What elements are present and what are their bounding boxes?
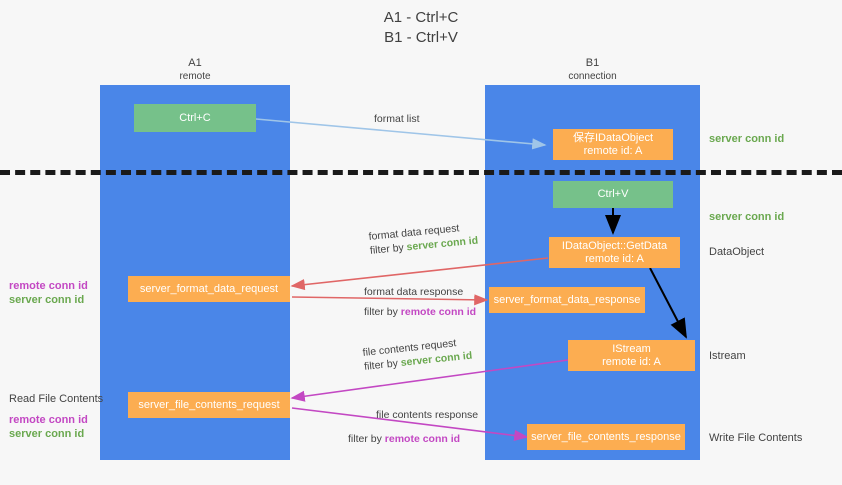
label-server-conn-id-1: server conn id: [9, 294, 85, 306]
label-server-conn-id-top: server conn id: [709, 133, 785, 145]
box-ctrl-v-label: Ctrl+V: [597, 188, 629, 200]
box-getdata-line1: IDataObject::GetData: [561, 239, 668, 252]
edge-label-file-contents-response-line1: file contents response: [376, 409, 479, 421]
box-save-idataobject-line2: remote id: A: [583, 144, 643, 157]
box-istream-line1: IStream: [612, 342, 651, 355]
title-line-1: A1 - Ctrl+C: [383, 9, 459, 26]
label-server-conn-id-mid: server conn id: [709, 211, 785, 223]
edge-label-file-contents-response-filter: filter by remote conn id: [348, 432, 478, 446]
lane-header-a1: A1 remote: [100, 57, 290, 83]
label-write-file-contents: Write File Contents: [709, 432, 803, 444]
phase-divider: [0, 170, 842, 175]
box-ctrl-c[interactable]: Ctrl+C: [134, 104, 256, 132]
diagram-title: A1 - Ctrl+C B1 - Ctrl+V: [0, 8, 842, 48]
edge-label-format-data-response: format data response filter by remote co…: [364, 285, 476, 319]
box-server-format-data-request-label: server_format_data_request: [139, 282, 279, 295]
lane-header-b1: B1 connection: [485, 57, 700, 83]
filter-prefix: filter by: [369, 241, 408, 257]
filter-prefix: filter by: [348, 433, 385, 445]
filter-key-remote-conn-id: remote conn id: [400, 306, 477, 318]
label-istream: Istream: [709, 350, 746, 362]
box-ctrl-c-label: Ctrl+C: [179, 111, 211, 124]
lane-a1-role: remote: [179, 71, 211, 82]
edge-label-file-contents-request: file contents request filter by server c…: [362, 335, 473, 374]
filter-prefix: filter by: [363, 357, 402, 373]
edge-label-format-list: format list: [374, 113, 420, 125]
box-save-idataobject[interactable]: 保存IDataObject remote id: A: [553, 129, 673, 160]
box-istream-line2: remote id: A: [602, 355, 661, 368]
lane-b1-name: B1: [585, 57, 600, 69]
box-server-format-data-request[interactable]: server_format_data_request: [128, 276, 290, 302]
edge-label-format-data-response-line1: format data response: [364, 286, 464, 298]
box-server-file-contents-request-label: server_file_contents_request: [138, 398, 280, 411]
box-save-idataobject-line1: 保存IDataObject: [572, 131, 654, 144]
box-server-file-contents-response[interactable]: server_file_contents_response: [527, 424, 685, 450]
title-line-2: B1 - Ctrl+V: [384, 29, 458, 46]
box-server-format-data-response-label: server_format_data_response: [493, 293, 641, 306]
edge-label-file-contents-response: file contents response filter by remote …: [348, 408, 479, 446]
box-istream[interactable]: IStream remote id: A: [568, 340, 695, 371]
label-remote-conn-id-2: remote conn id: [9, 414, 88, 426]
label-remote-conn-id-1: remote conn id: [9, 280, 88, 292]
box-server-file-contents-request[interactable]: server_file_contents_request: [128, 392, 290, 418]
label-dataobject: DataObject: [709, 246, 765, 258]
box-server-file-contents-response-label: server_file_contents_response: [531, 430, 681, 443]
box-ctrl-v[interactable]: Ctrl+V: [553, 181, 673, 208]
filter-key-remote-conn-id: remote conn id: [384, 433, 461, 445]
lane-b1-role: connection: [568, 71, 617, 82]
box-server-format-data-response[interactable]: server_format_data_response: [489, 287, 645, 313]
box-getdata-line2: remote id: A: [585, 252, 644, 265]
box-idataobject-getdata[interactable]: IDataObject::GetData remote id: A: [549, 237, 680, 268]
edge-label-format-data-response-filter: filter by remote conn id: [364, 305, 476, 319]
lane-a1-name: A1: [188, 57, 202, 69]
label-read-file-contents: Read File Contents: [9, 393, 104, 405]
edge-label-format-data-request: format data request filter by server con…: [368, 220, 479, 258]
label-server-conn-id-2: server conn id: [9, 428, 85, 440]
filter-prefix: filter by: [364, 306, 401, 318]
